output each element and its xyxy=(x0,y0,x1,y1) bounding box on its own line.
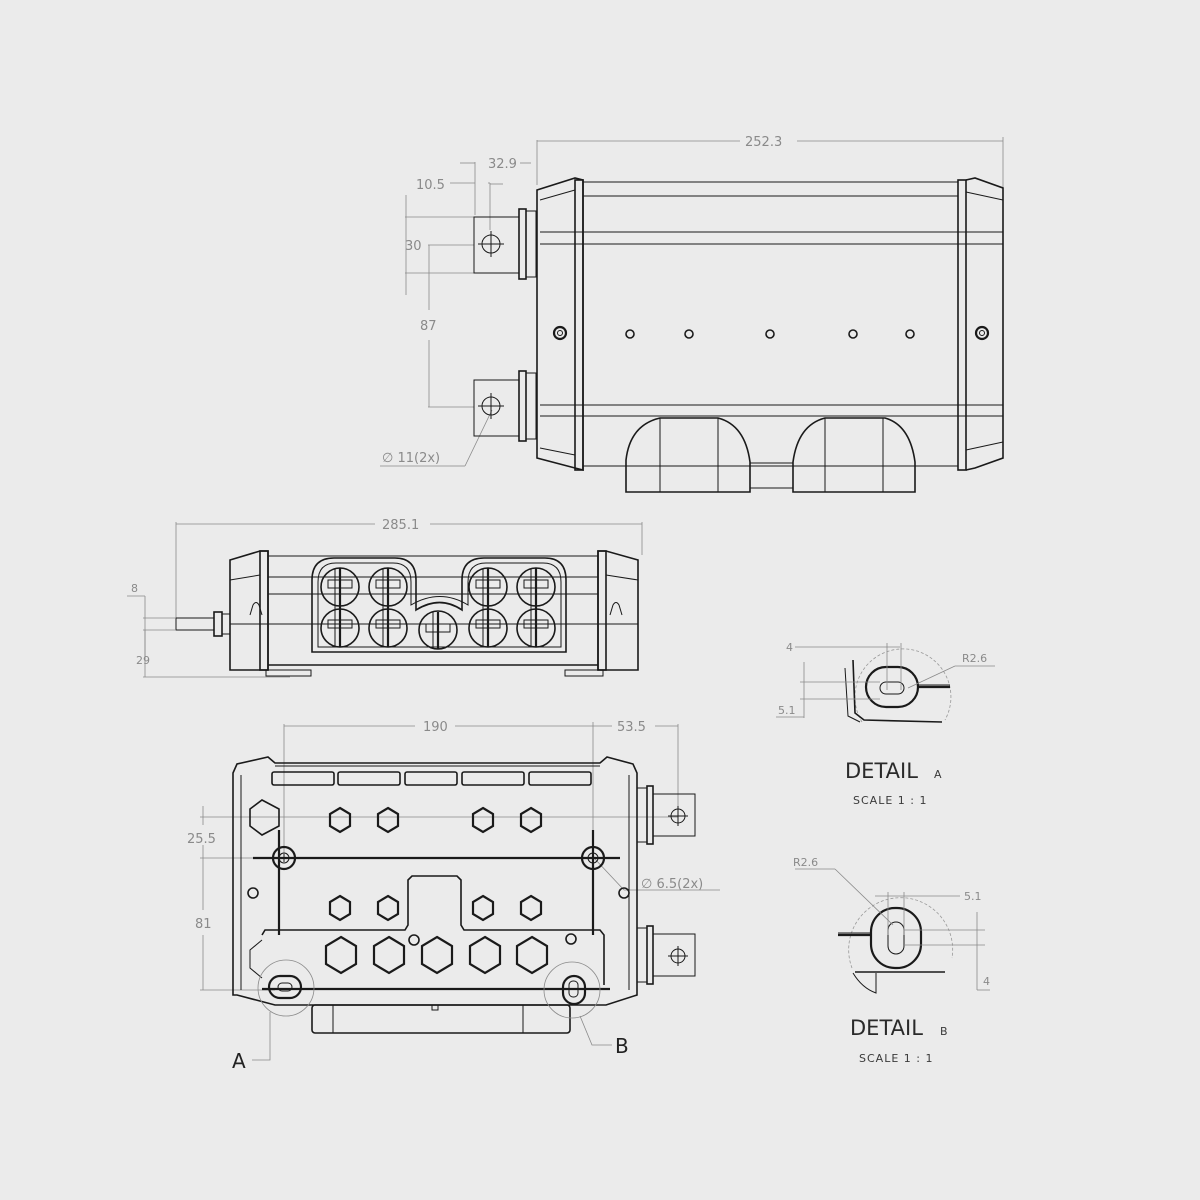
dim-overall-length-front: 285.1 xyxy=(175,518,643,620)
svg-text:∅ 6.5(2x): ∅ 6.5(2x) xyxy=(641,877,703,892)
detail-a-scale: SCALE 1 : 1 xyxy=(853,794,927,807)
detail-a-title: DETAIL xyxy=(845,759,918,783)
detail-b-dims: R2.6 5.1 4 xyxy=(793,856,990,991)
dim-terminal-offset: 32.9 xyxy=(460,157,531,215)
dim-terminal-hole-offset: 10.5 xyxy=(416,178,503,230)
svg-text:A: A xyxy=(934,768,942,781)
detail-b-title: DETAIL xyxy=(850,1016,923,1040)
dim-stud-height: 8 xyxy=(127,582,175,660)
dim-terminal-width: 30 xyxy=(405,195,474,295)
svg-text:B: B xyxy=(615,1034,629,1058)
svg-text:R2.6: R2.6 xyxy=(962,652,987,665)
svg-text:190: 190 xyxy=(423,720,448,735)
dim-mount-spacing-y: 81 xyxy=(195,858,275,991)
connector-sockets xyxy=(320,567,556,650)
svg-text:5.1: 5.1 xyxy=(964,890,982,903)
terminal-upper xyxy=(473,208,537,280)
terminal-side-lower xyxy=(636,925,696,985)
svg-text:10.5: 10.5 xyxy=(416,178,445,193)
svg-text:R2.6: R2.6 xyxy=(793,856,818,869)
svg-text:4: 4 xyxy=(983,975,990,988)
svg-text:∅ 11(2x): ∅ 11(2x) xyxy=(382,451,440,466)
dim-mount-hole-dia: ∅ 6.5(2x) xyxy=(593,857,720,892)
detail-a-dims: 4 5.1 R2.6 xyxy=(776,641,995,718)
body-top-feet xyxy=(625,417,916,493)
body-top-holes xyxy=(552,325,990,341)
svg-text:5.1: 5.1 xyxy=(778,704,796,717)
body-top xyxy=(536,177,1004,472)
svg-text:252.3: 252.3 xyxy=(745,135,782,150)
dim-terminal-hole-dia: ∅ 11(2x) xyxy=(380,409,493,467)
stud xyxy=(175,611,231,637)
dim-mount-spacing-x: 190 xyxy=(283,720,594,860)
detail-a: 4 5.1 R2.6 DETAIL A SCALE 1 : 1 xyxy=(776,641,995,807)
detail-b: R2.6 5.1 4 DETAIL B SCALE 1 : 1 xyxy=(793,856,990,1065)
svg-text:285.1: 285.1 xyxy=(382,518,419,533)
bottom-view: 190 53.5 25.5 81 ∅ 6.5(2x) xyxy=(187,720,720,1073)
svg-text:53.5: 53.5 xyxy=(617,720,646,735)
svg-text:81: 81 xyxy=(195,917,212,932)
terminal-side-upper xyxy=(636,785,696,845)
detail-callout-b: B xyxy=(543,961,629,1058)
svg-text:32.9: 32.9 xyxy=(488,157,517,172)
svg-text:B: B xyxy=(940,1025,948,1038)
top-view: 252.3 32.9 10.5 30 xyxy=(380,135,1004,493)
svg-text:25.5: 25.5 xyxy=(187,832,216,847)
body-bottom xyxy=(232,756,638,1034)
svg-text:4: 4 xyxy=(786,641,793,654)
dim-terminal-offset-x: 53.5 xyxy=(593,720,679,815)
svg-text:A: A xyxy=(232,1049,246,1073)
dim-mount-offset-y: 25.5 xyxy=(187,806,678,859)
svg-text:87: 87 xyxy=(420,319,437,334)
svg-text:30: 30 xyxy=(405,239,422,254)
dim-terminal-spacing: 87 xyxy=(420,244,474,408)
detail-callout-a: A xyxy=(232,959,315,1073)
detail-b-scale: SCALE 1 : 1 xyxy=(859,1052,933,1065)
front-view: 285.1 8 29 xyxy=(127,518,643,678)
svg-text:29: 29 xyxy=(136,654,150,667)
terminal-lower xyxy=(473,370,537,442)
svg-text:8: 8 xyxy=(131,582,138,595)
dim-overall-length-top: 252.3 xyxy=(536,135,1004,190)
dim-stud-elevation: 29 xyxy=(136,630,290,678)
body-front xyxy=(229,550,639,677)
connector-group xyxy=(311,557,567,653)
